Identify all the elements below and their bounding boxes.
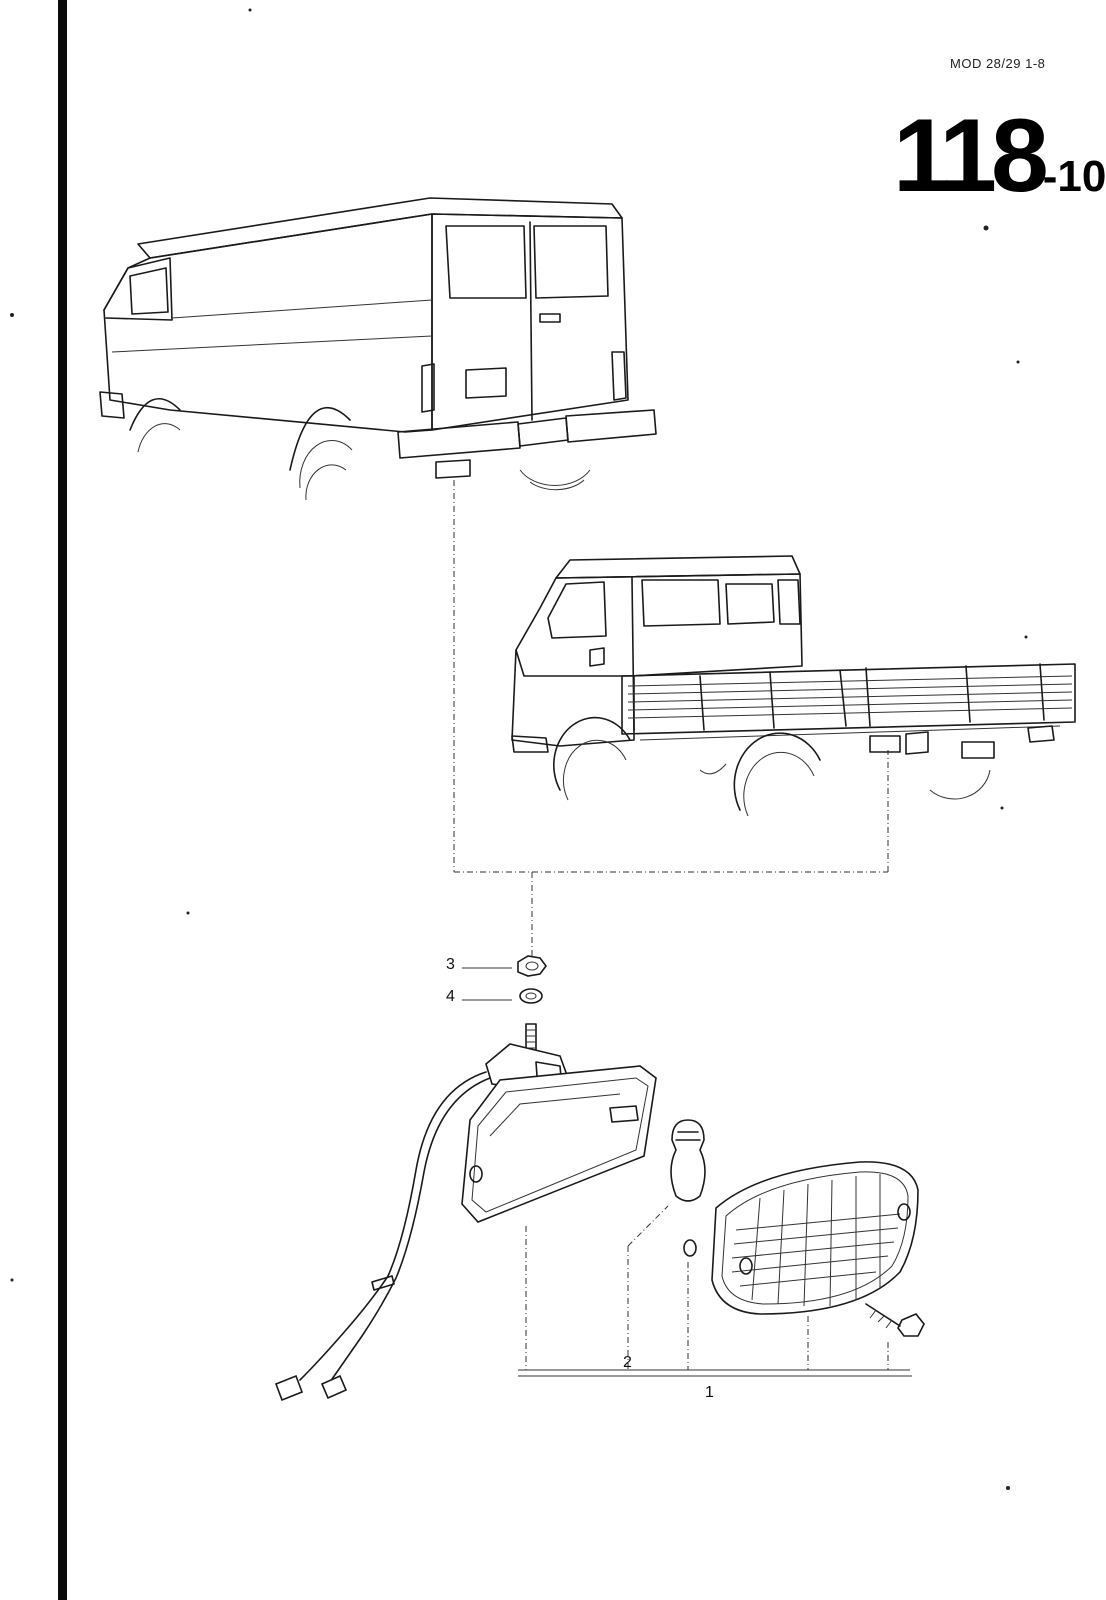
double-cab-pickup-icon — [511, 555, 1076, 817]
model-code: MOD 28/29 1-8 — [950, 56, 1046, 71]
page-number-suffix: -10 — [1042, 152, 1106, 201]
callout-item-2: 2 — [623, 1354, 632, 1371]
van-rear-view-icon — [99, 197, 657, 501]
page-number-main: 118 — [893, 98, 1049, 214]
exploded-view-drawing — [10, 8, 1076, 1490]
binding-rule — [58, 0, 67, 1600]
callout-item-1: 1 — [705, 1384, 714, 1401]
parts-catalog-page: MOD 28/29 1-8 118-10 — [10, 0, 1106, 1600]
callout-item-4: 4 — [446, 988, 455, 1005]
callout-item-3: 3 — [446, 956, 455, 973]
page-number: 118-10 — [893, 104, 1106, 208]
rear-lamp-assembly-icon — [274, 955, 925, 1402]
